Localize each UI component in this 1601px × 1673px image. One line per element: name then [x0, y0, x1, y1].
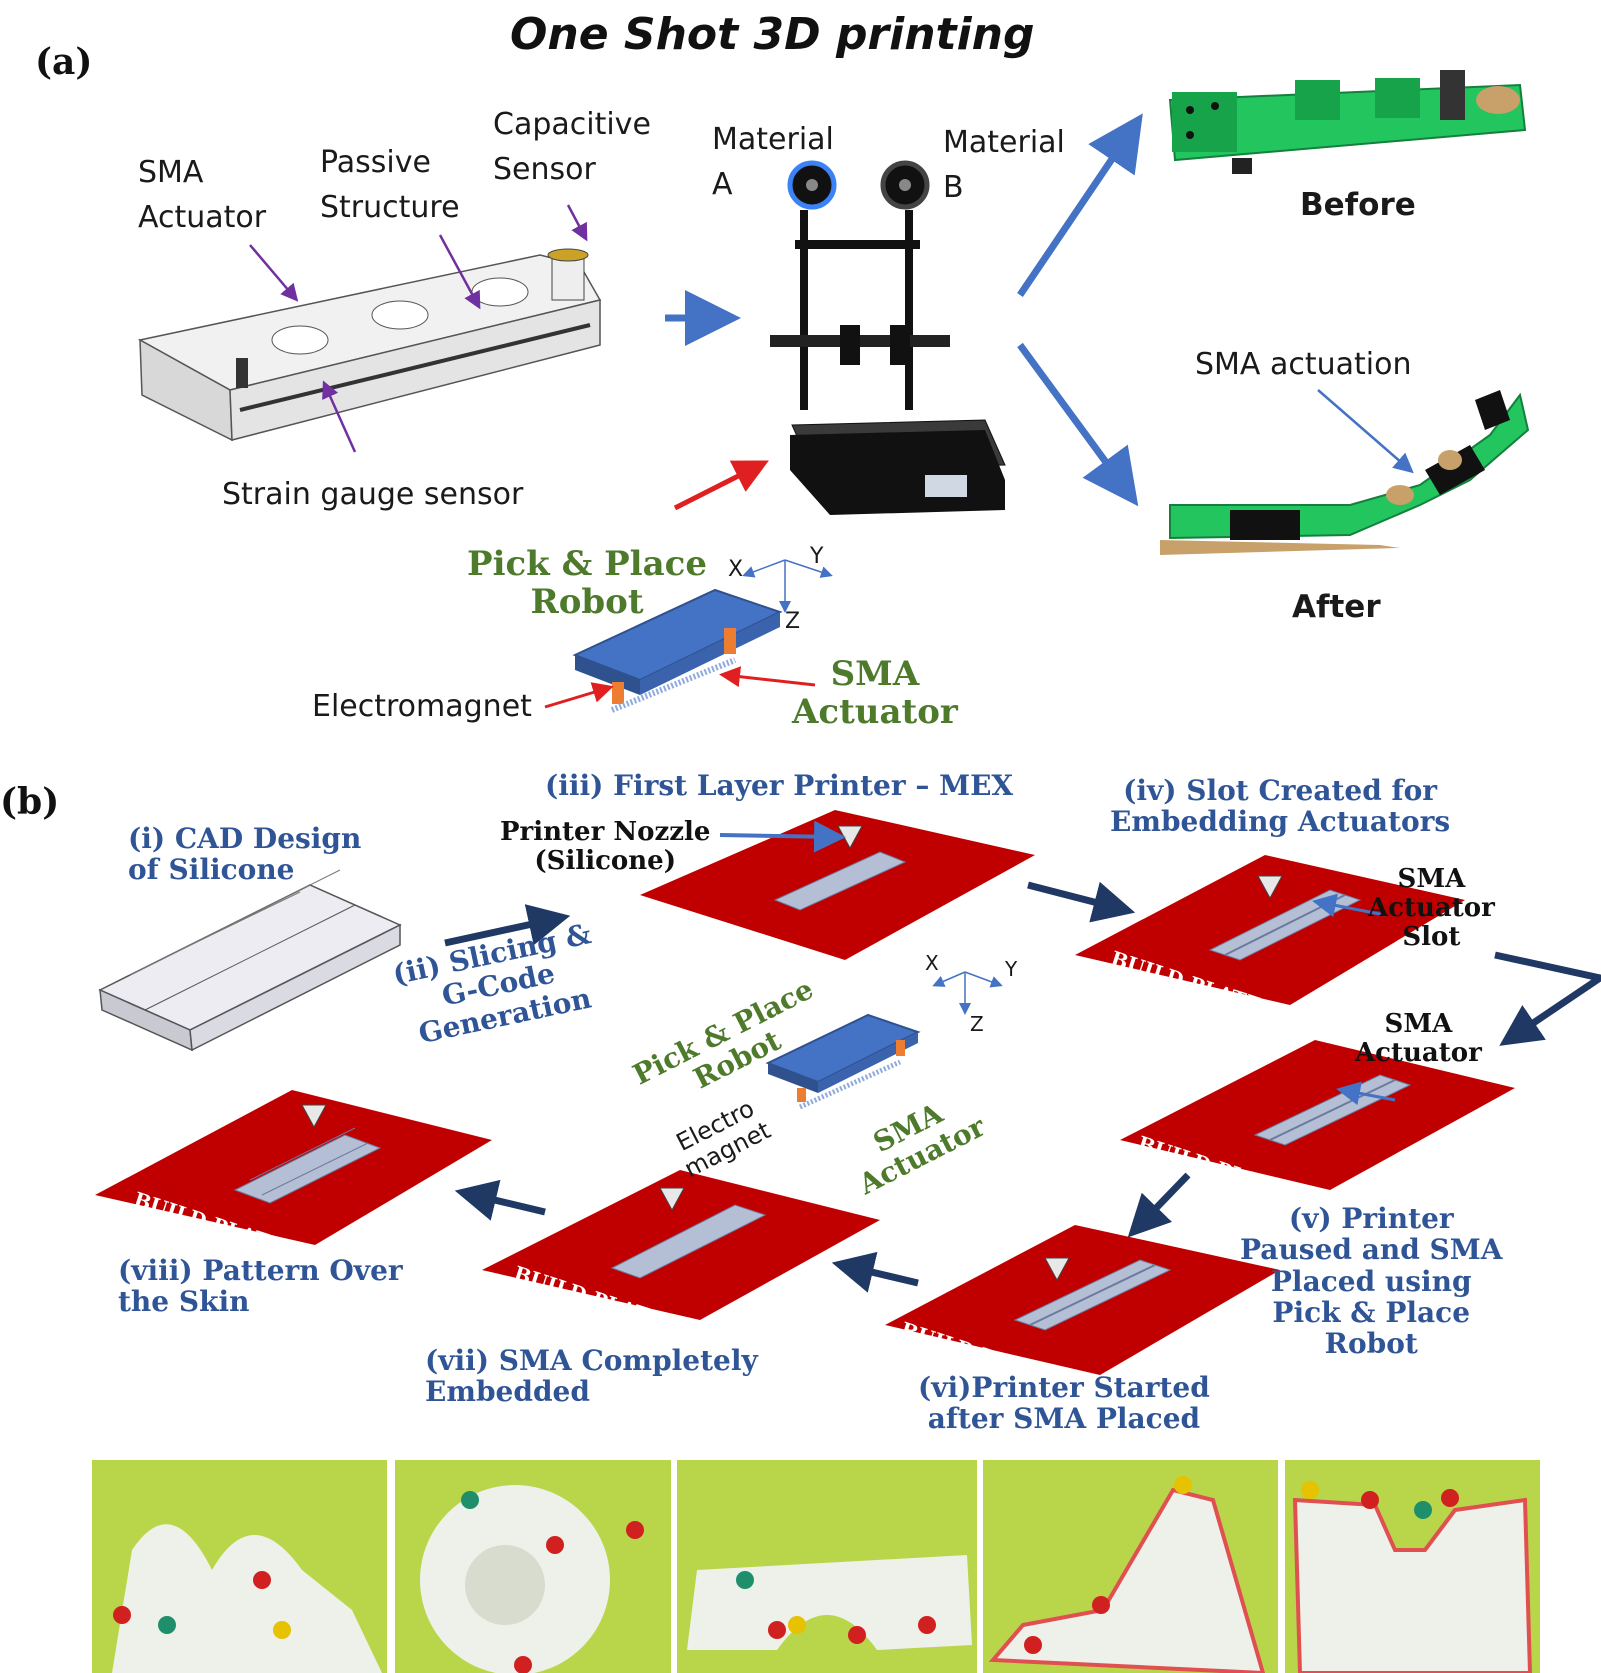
axis-x-a: X: [728, 557, 744, 582]
photo-3: [677, 1460, 977, 1673]
arrow-slot: [1312, 893, 1386, 918]
robot-illustration-b: [765, 1013, 921, 1110]
step-iv-label: (iv) Slot Created for Embedding Actuator…: [1110, 774, 1451, 839]
label-passive-structure: Passive Structure: [320, 145, 460, 225]
panel-label-a: (a): [35, 41, 93, 83]
label-before: Before: [1300, 187, 1416, 223]
panel-label-b: (b): [0, 781, 60, 823]
axis-z-b: Z: [970, 1012, 984, 1036]
arrow-sma-actuation: [1317, 389, 1414, 474]
cad-silicone-model: [98, 869, 402, 1052]
label-sma-actuator-slot: SMA Actuator Slot: [1368, 864, 1495, 953]
arrow-to-before: [1017, 113, 1143, 297]
label-material-a: Material A: [712, 122, 834, 202]
label-sma-actuator: SMA Actuator: [138, 155, 267, 235]
build-plate-vii: [482, 1170, 880, 1320]
printer-illustration: [770, 160, 1006, 515]
label-electromagnet-a: Electromagnet: [312, 689, 532, 724]
photo-5: [1285, 1460, 1540, 1673]
robot-illustration-a: [572, 588, 783, 713]
gripper-after: [1160, 390, 1530, 555]
build-plate-vi: [885, 1225, 1280, 1375]
label-printer-nozzle: Printer Nozzle (Silicone): [500, 817, 711, 877]
build-plate-iii: [640, 810, 1035, 960]
axis-y-a: Y: [810, 544, 824, 569]
arrow-electromagnet: [544, 682, 614, 709]
flow-arrows: [444, 881, 1601, 1293]
axes-b: [932, 971, 1003, 1015]
step-iii-label: (iii) First Layer Printer – MEX: [545, 769, 1014, 802]
step-v-label: (v) Printer Paused and SMA Placed using …: [1240, 1202, 1503, 1361]
axis-y-b: Y: [1005, 957, 1018, 981]
annotation-arrows-purple: [249, 204, 588, 453]
label-sma-actuator-robot-a: SMA Actuator: [792, 654, 958, 733]
arrow-to-after: [1017, 342, 1139, 507]
arrow-robot-to-printer: [673, 460, 769, 511]
photo-1: [92, 1460, 387, 1673]
photo-2: [395, 1460, 671, 1673]
build-plate-viii: [95, 1090, 492, 1245]
step-vii-label: (vii) SMA Completely Embedded: [425, 1344, 758, 1409]
arrow-printer-nozzle: [719, 820, 846, 853]
arrow-sma-robot-a: [719, 666, 816, 688]
label-strain-gauge: Strain gauge sensor: [222, 477, 524, 512]
photo-4: [983, 1460, 1278, 1673]
axis-z-a: Z: [785, 609, 801, 634]
label-material-b: Material B: [943, 125, 1065, 205]
step-viii-label: (viii) Pattern Over the Skin: [118, 1254, 403, 1319]
gripper-before: [1168, 70, 1527, 174]
label-after: After: [1292, 589, 1381, 625]
label-pick-place-robot-a: Pick & Place Robot: [467, 544, 707, 623]
label-capacitive-sensor: Capacitive Sensor: [493, 107, 651, 187]
label-sma-actuation: SMA actuation: [1195, 347, 1412, 382]
cad-actuator-model: [137, 248, 602, 442]
step-i-label: (i) CAD Design of Silicone: [128, 822, 362, 887]
step-vi-label: (vi)Printer Started after SMA Placed: [918, 1371, 1210, 1436]
axes-a: [742, 559, 833, 613]
label-sma-actuator-b: SMA Actuator: [1355, 1009, 1482, 1069]
axis-x-b: X: [925, 951, 939, 975]
arrow-sma-placed: [1336, 1081, 1396, 1106]
figure-title: One Shot 3D printing: [510, 9, 1035, 60]
